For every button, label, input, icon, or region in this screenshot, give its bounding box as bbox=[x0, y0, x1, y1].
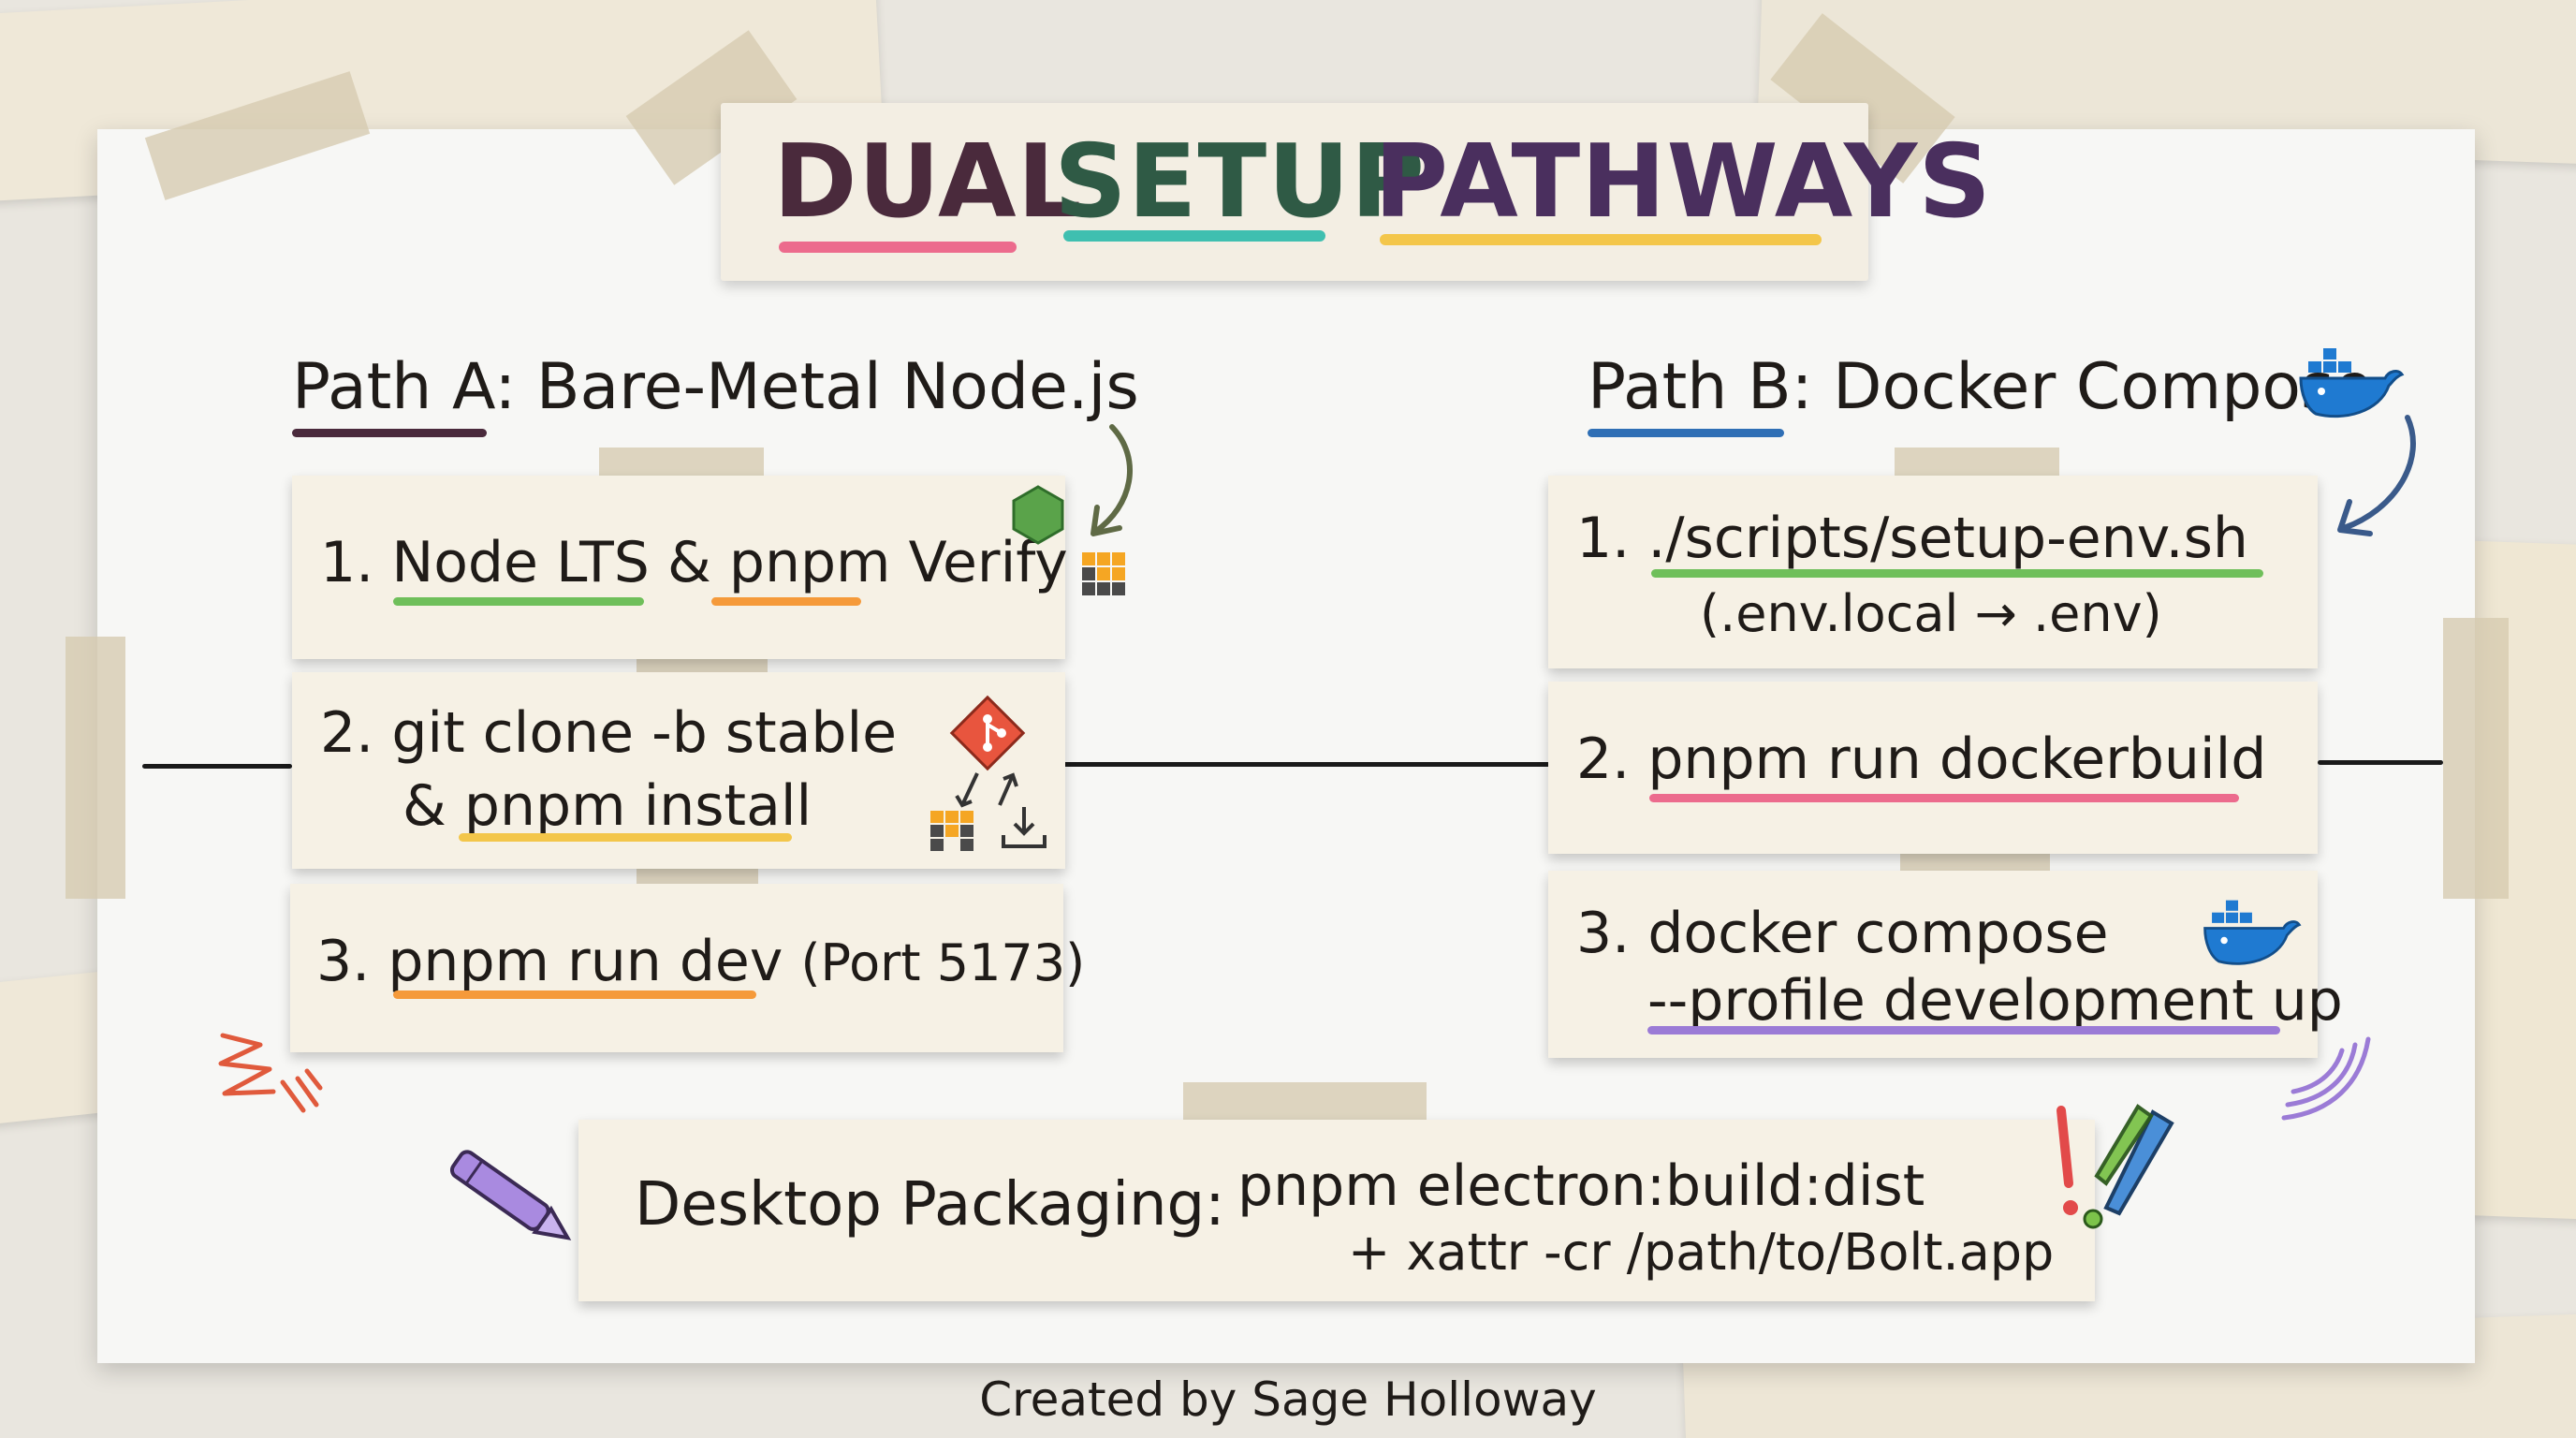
docker-whale-icon bbox=[2299, 348, 2405, 418]
path-b-step-2-card bbox=[1548, 682, 2318, 854]
sync-arrows-icon bbox=[955, 772, 1018, 808]
path-a-step-1-node: Node LTS bbox=[391, 530, 650, 595]
tape-left-edge bbox=[66, 637, 125, 899]
title-underline-pink bbox=[779, 242, 1017, 253]
connector-line-right bbox=[2318, 760, 2443, 765]
path-b-step-2-text: 2. pnpm run dockerbuild bbox=[1576, 726, 2266, 792]
path-a-title: Path A: Bare-Metal Node.js bbox=[292, 350, 1139, 424]
node-hexagon-icon bbox=[1012, 485, 1064, 545]
path-a-step-2-line1: 2. git clone -b stable bbox=[320, 700, 897, 766]
exclamation-marks-icon bbox=[2056, 1104, 2174, 1229]
path-a-title-underline bbox=[292, 429, 487, 437]
path-a-step-1-card bbox=[292, 476, 1065, 659]
path-a-step-3-port: (Port 5173) bbox=[800, 933, 1086, 992]
path-b-title: Path B: Docker Compose bbox=[1588, 350, 2373, 424]
credit-text: Created by Sage Holloway bbox=[979, 1372, 1597, 1427]
path-a-step-2-amp: & bbox=[402, 773, 446, 839]
path-a-step-2-clone: git clone -b stable bbox=[391, 700, 898, 766]
path-a-step-3-text: 3. pnpm run dev (Port 5173) bbox=[316, 929, 1085, 994]
packaging-label: Desktop Packaging: bbox=[635, 1170, 1225, 1240]
connector-line-left bbox=[142, 764, 292, 769]
path-a-step-3-number: 3. bbox=[316, 929, 371, 994]
scribble-decoration-icon bbox=[218, 1033, 323, 1113]
path-b-step-1-number: 1. bbox=[1576, 506, 1631, 571]
title-underline-teal bbox=[1063, 230, 1325, 242]
path-b-step-3-line1: 3. docker compose bbox=[1576, 901, 2109, 966]
git-logo-icon bbox=[949, 695, 1026, 771]
path-a-step-3-card bbox=[290, 884, 1063, 1052]
path-a-curved-arrow-icon bbox=[1090, 424, 1133, 536]
path-a-step-2-underline-yellow bbox=[459, 833, 792, 842]
path-b-title-prefix: Path B bbox=[1588, 350, 1792, 424]
pnpm-small-logo-icon bbox=[930, 811, 973, 851]
path-a-step-2-install: pnpm install bbox=[463, 773, 812, 839]
path-b-step-3-underline-purple bbox=[1647, 1026, 2280, 1034]
path-b-step-2-underline-pink bbox=[1649, 794, 2239, 802]
packaging-card bbox=[578, 1120, 2095, 1301]
path-a-step-1-text: 1. Node LTS & pnpm Verify bbox=[320, 530, 1068, 595]
path-b-step-1-line2: (.env.local → .env) bbox=[1700, 584, 2162, 643]
packaging-line1: pnpm electron:build:dist bbox=[1237, 1153, 1925, 1219]
path-a-step-1-number: 1. bbox=[320, 530, 374, 595]
tape-right-edge bbox=[2443, 618, 2509, 899]
path-a-step-3-cmd: pnpm run dev bbox=[388, 929, 783, 994]
path-b-curved-arrow-icon bbox=[2337, 415, 2416, 536]
path-b-step-3-compose: docker compose bbox=[1647, 901, 2109, 966]
title-underline-yellow bbox=[1380, 234, 1822, 245]
path-a-step-1-underline-orange bbox=[711, 597, 861, 606]
title-word-pathways: PATHWAYS bbox=[1374, 124, 1993, 241]
title-word-setup: SETUP bbox=[1054, 124, 1427, 241]
path-a-step-2-line2: & pnpm install bbox=[402, 773, 812, 839]
path-b-title-rest: : Docker Compose bbox=[1791, 350, 2374, 424]
swoosh-decoration-icon bbox=[2281, 1036, 2371, 1121]
path-b-step-1-script: ./scripts/setup-env.sh bbox=[1647, 506, 2248, 571]
path-b-title-underline bbox=[1588, 429, 1784, 437]
path-b-step-1-underline-green bbox=[1651, 569, 2263, 578]
path-a-step-1-pnpm: pnpm bbox=[728, 530, 891, 595]
download-tray-icon bbox=[1002, 807, 1046, 848]
path-b-step-1-line1: 1. ./scripts/setup-env.sh bbox=[1576, 506, 2248, 571]
path-a-step-3-underline-orange bbox=[393, 990, 756, 999]
packaging-line2: + xattr -cr /path/to/Bolt.app bbox=[1348, 1223, 2055, 1282]
path-a-step-2-number: 2. bbox=[320, 700, 374, 766]
path-a-title-prefix: Path A bbox=[292, 350, 495, 424]
docker-whale-small-icon bbox=[2203, 900, 2302, 965]
path-b-step-3-line2: --profile development up bbox=[1647, 968, 2343, 1034]
path-b-step-3-number: 3. bbox=[1576, 901, 1631, 966]
path-b-step-2-cmd: pnpm run dockerbuild bbox=[1647, 726, 2267, 792]
path-a-title-rest: : Bare-Metal Node.js bbox=[494, 350, 1139, 424]
pnpm-logo-icon bbox=[1082, 552, 1125, 595]
path-b-step-2-number: 2. bbox=[1576, 726, 1631, 792]
purple-crayon-icon bbox=[449, 1150, 572, 1240]
path-a-step-1-amp: & bbox=[666, 530, 711, 595]
title-word-dual: DUAL bbox=[773, 124, 1083, 241]
path-a-step-1-underline-green bbox=[393, 597, 644, 606]
connector-line-middle bbox=[1063, 762, 1550, 767]
